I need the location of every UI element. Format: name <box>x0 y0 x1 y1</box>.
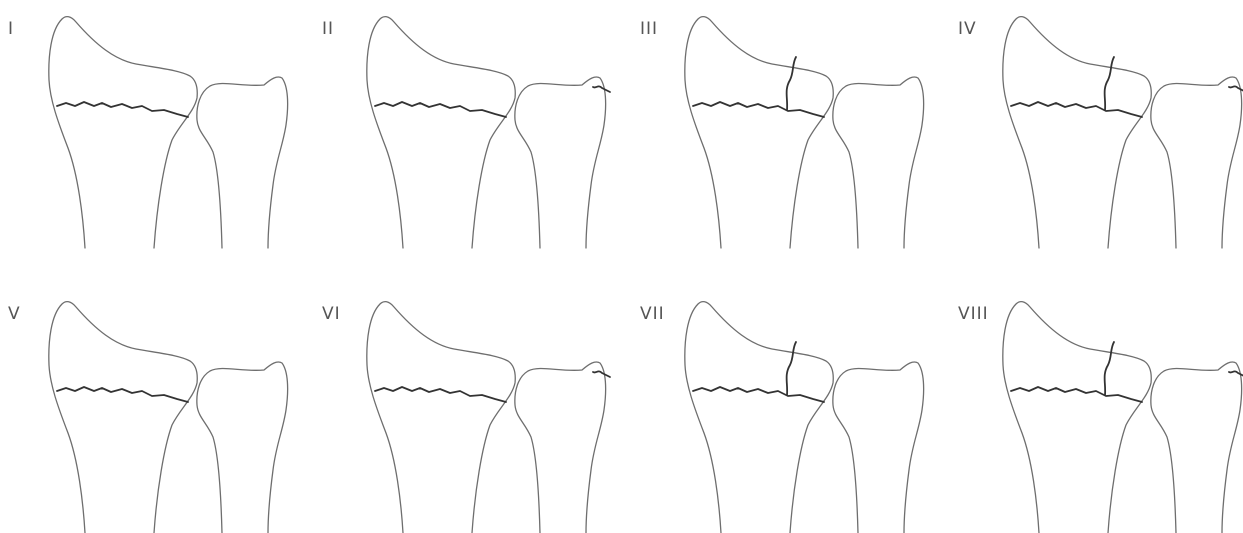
intra-articular-fracture-line <box>787 342 796 395</box>
intra-articular-fracture-line <box>1105 342 1114 395</box>
ulna-outline <box>833 362 924 533</box>
panel-label: VI <box>322 304 341 324</box>
transverse-fracture-line <box>1011 387 1142 402</box>
transverse-fracture-line <box>693 387 824 402</box>
transverse-fracture-line <box>375 387 506 402</box>
panel-4: IV <box>958 17 1243 248</box>
panel-label: VII <box>640 304 665 324</box>
panel-label: I <box>8 19 14 39</box>
panel-label: III <box>640 19 658 39</box>
radius-outline <box>49 302 197 533</box>
panel-2: II <box>322 17 610 248</box>
radius-outline <box>1003 302 1151 533</box>
transverse-fracture-line <box>57 102 188 117</box>
panel-7: VII <box>640 302 924 533</box>
panel-label: VIII <box>958 304 989 324</box>
radius-outline <box>367 17 515 248</box>
panel-3: III <box>640 17 924 248</box>
intra-articular-fracture-line <box>1105 57 1114 110</box>
panel-6: VI <box>322 302 610 533</box>
transverse-fracture-line <box>1011 102 1142 117</box>
radius-outline <box>685 302 833 533</box>
transverse-fracture-line <box>375 102 506 117</box>
ulna-outline <box>1151 362 1242 533</box>
radius-outline <box>1003 17 1151 248</box>
panel-label: II <box>322 19 334 39</box>
panel-5: V <box>8 302 288 533</box>
panel-label: V <box>8 304 21 324</box>
ulna-outline <box>515 362 606 533</box>
ulna-outline <box>197 362 288 533</box>
transverse-fracture-line <box>57 387 188 402</box>
ulna-outline <box>197 77 288 248</box>
intra-articular-fracture-line <box>787 57 796 110</box>
radius-outline <box>685 17 833 248</box>
radius-outline <box>49 17 197 248</box>
ulnar-styloid-fracture-line <box>593 86 610 92</box>
panel-8: VIII <box>958 302 1243 533</box>
panel-label: IV <box>958 19 977 39</box>
ulna-outline <box>833 77 924 248</box>
transverse-fracture-line <box>693 102 824 117</box>
ulna-outline <box>515 77 606 248</box>
ulna-outline <box>1151 77 1242 248</box>
radius-outline <box>367 302 515 533</box>
ulnar-styloid-fracture-line <box>593 371 610 377</box>
panel-1: I <box>8 17 288 248</box>
